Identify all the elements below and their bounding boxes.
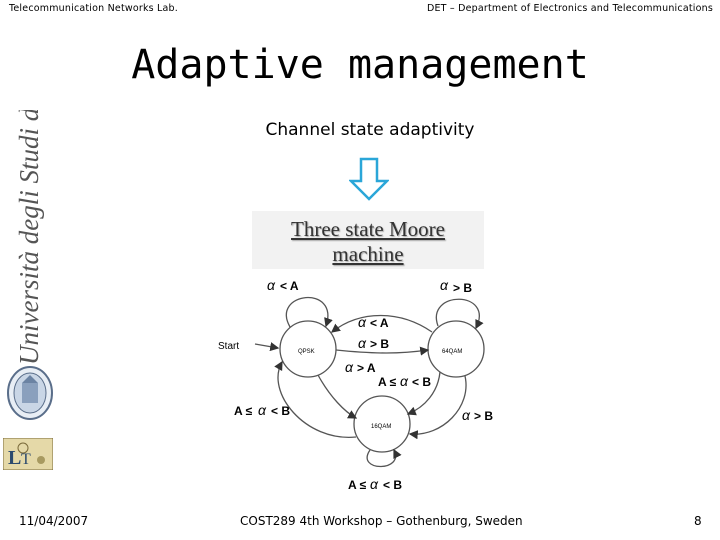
moore-machine-box: Three state Moore machine bbox=[252, 211, 484, 269]
label-mid-arc: > B bbox=[370, 337, 389, 351]
state-diagram: Start QPSK 64QAM 16QAM α < A α > B α < A… bbox=[218, 277, 493, 492]
university-seal-icon bbox=[7, 366, 53, 420]
svg-text:α: α bbox=[370, 476, 379, 492]
state-16qam bbox=[353, 395, 411, 453]
svg-text:α: α bbox=[358, 335, 367, 351]
label-self-16qam-b: < B bbox=[383, 478, 402, 492]
box-line-1: Three state Moore bbox=[291, 217, 445, 241]
lab-logo-icon: L T bbox=[3, 438, 53, 470]
label-right-b: < B bbox=[412, 375, 431, 389]
label-self-64qam: > B bbox=[453, 281, 472, 295]
svg-text:Università degli Studi di Fire: Università degli Studi di Firenze bbox=[14, 110, 44, 365]
svg-text:α: α bbox=[267, 277, 276, 293]
page-number: 8 bbox=[694, 514, 702, 528]
box-line-2: machine bbox=[332, 242, 404, 266]
state-64qam-label: 64QAM bbox=[442, 349, 462, 355]
slide-title: Adaptive management bbox=[131, 42, 589, 88]
svg-text:L: L bbox=[8, 447, 21, 469]
header-department: DET – Department of Electronics and Tele… bbox=[426, 3, 713, 14]
start-label: Start bbox=[218, 341, 239, 352]
svg-text:α: α bbox=[345, 359, 354, 375]
footer-date: 11/04/2007 bbox=[19, 514, 89, 528]
state-qpsk-label: QPSK bbox=[298, 349, 315, 355]
state-qpsk bbox=[279, 320, 337, 378]
svg-text:α: α bbox=[358, 314, 367, 330]
label-left-a: A ≤ bbox=[234, 404, 253, 418]
slide-subtitle: Channel state adaptivity bbox=[265, 120, 475, 140]
state-16qam-label: 16QAM bbox=[371, 424, 391, 430]
university-logo: Università degli Studi di Firenze bbox=[14, 110, 44, 365]
label-self-qpsk: < A bbox=[280, 279, 299, 293]
footer-event: COST289 4th Workshop – Gothenburg, Swede… bbox=[240, 514, 523, 528]
svg-text:α: α bbox=[462, 407, 471, 423]
svg-text:T: T bbox=[21, 451, 31, 468]
label-self-16qam-a: A ≤ bbox=[348, 478, 367, 492]
label-qpsk-to-16qam: > A bbox=[357, 361, 376, 375]
label-top-arc: < A bbox=[370, 316, 389, 330]
down-arrow-icon bbox=[349, 157, 389, 201]
label-right-arc: > B bbox=[474, 409, 493, 423]
label-right-a: A ≤ bbox=[378, 375, 397, 389]
header-lab-name: Telecommunication Networks Lab. bbox=[9, 3, 179, 14]
svg-text:α: α bbox=[400, 373, 409, 389]
svg-text:α: α bbox=[258, 402, 267, 418]
svg-text:α: α bbox=[440, 277, 449, 293]
label-left-b: < B bbox=[271, 404, 290, 418]
